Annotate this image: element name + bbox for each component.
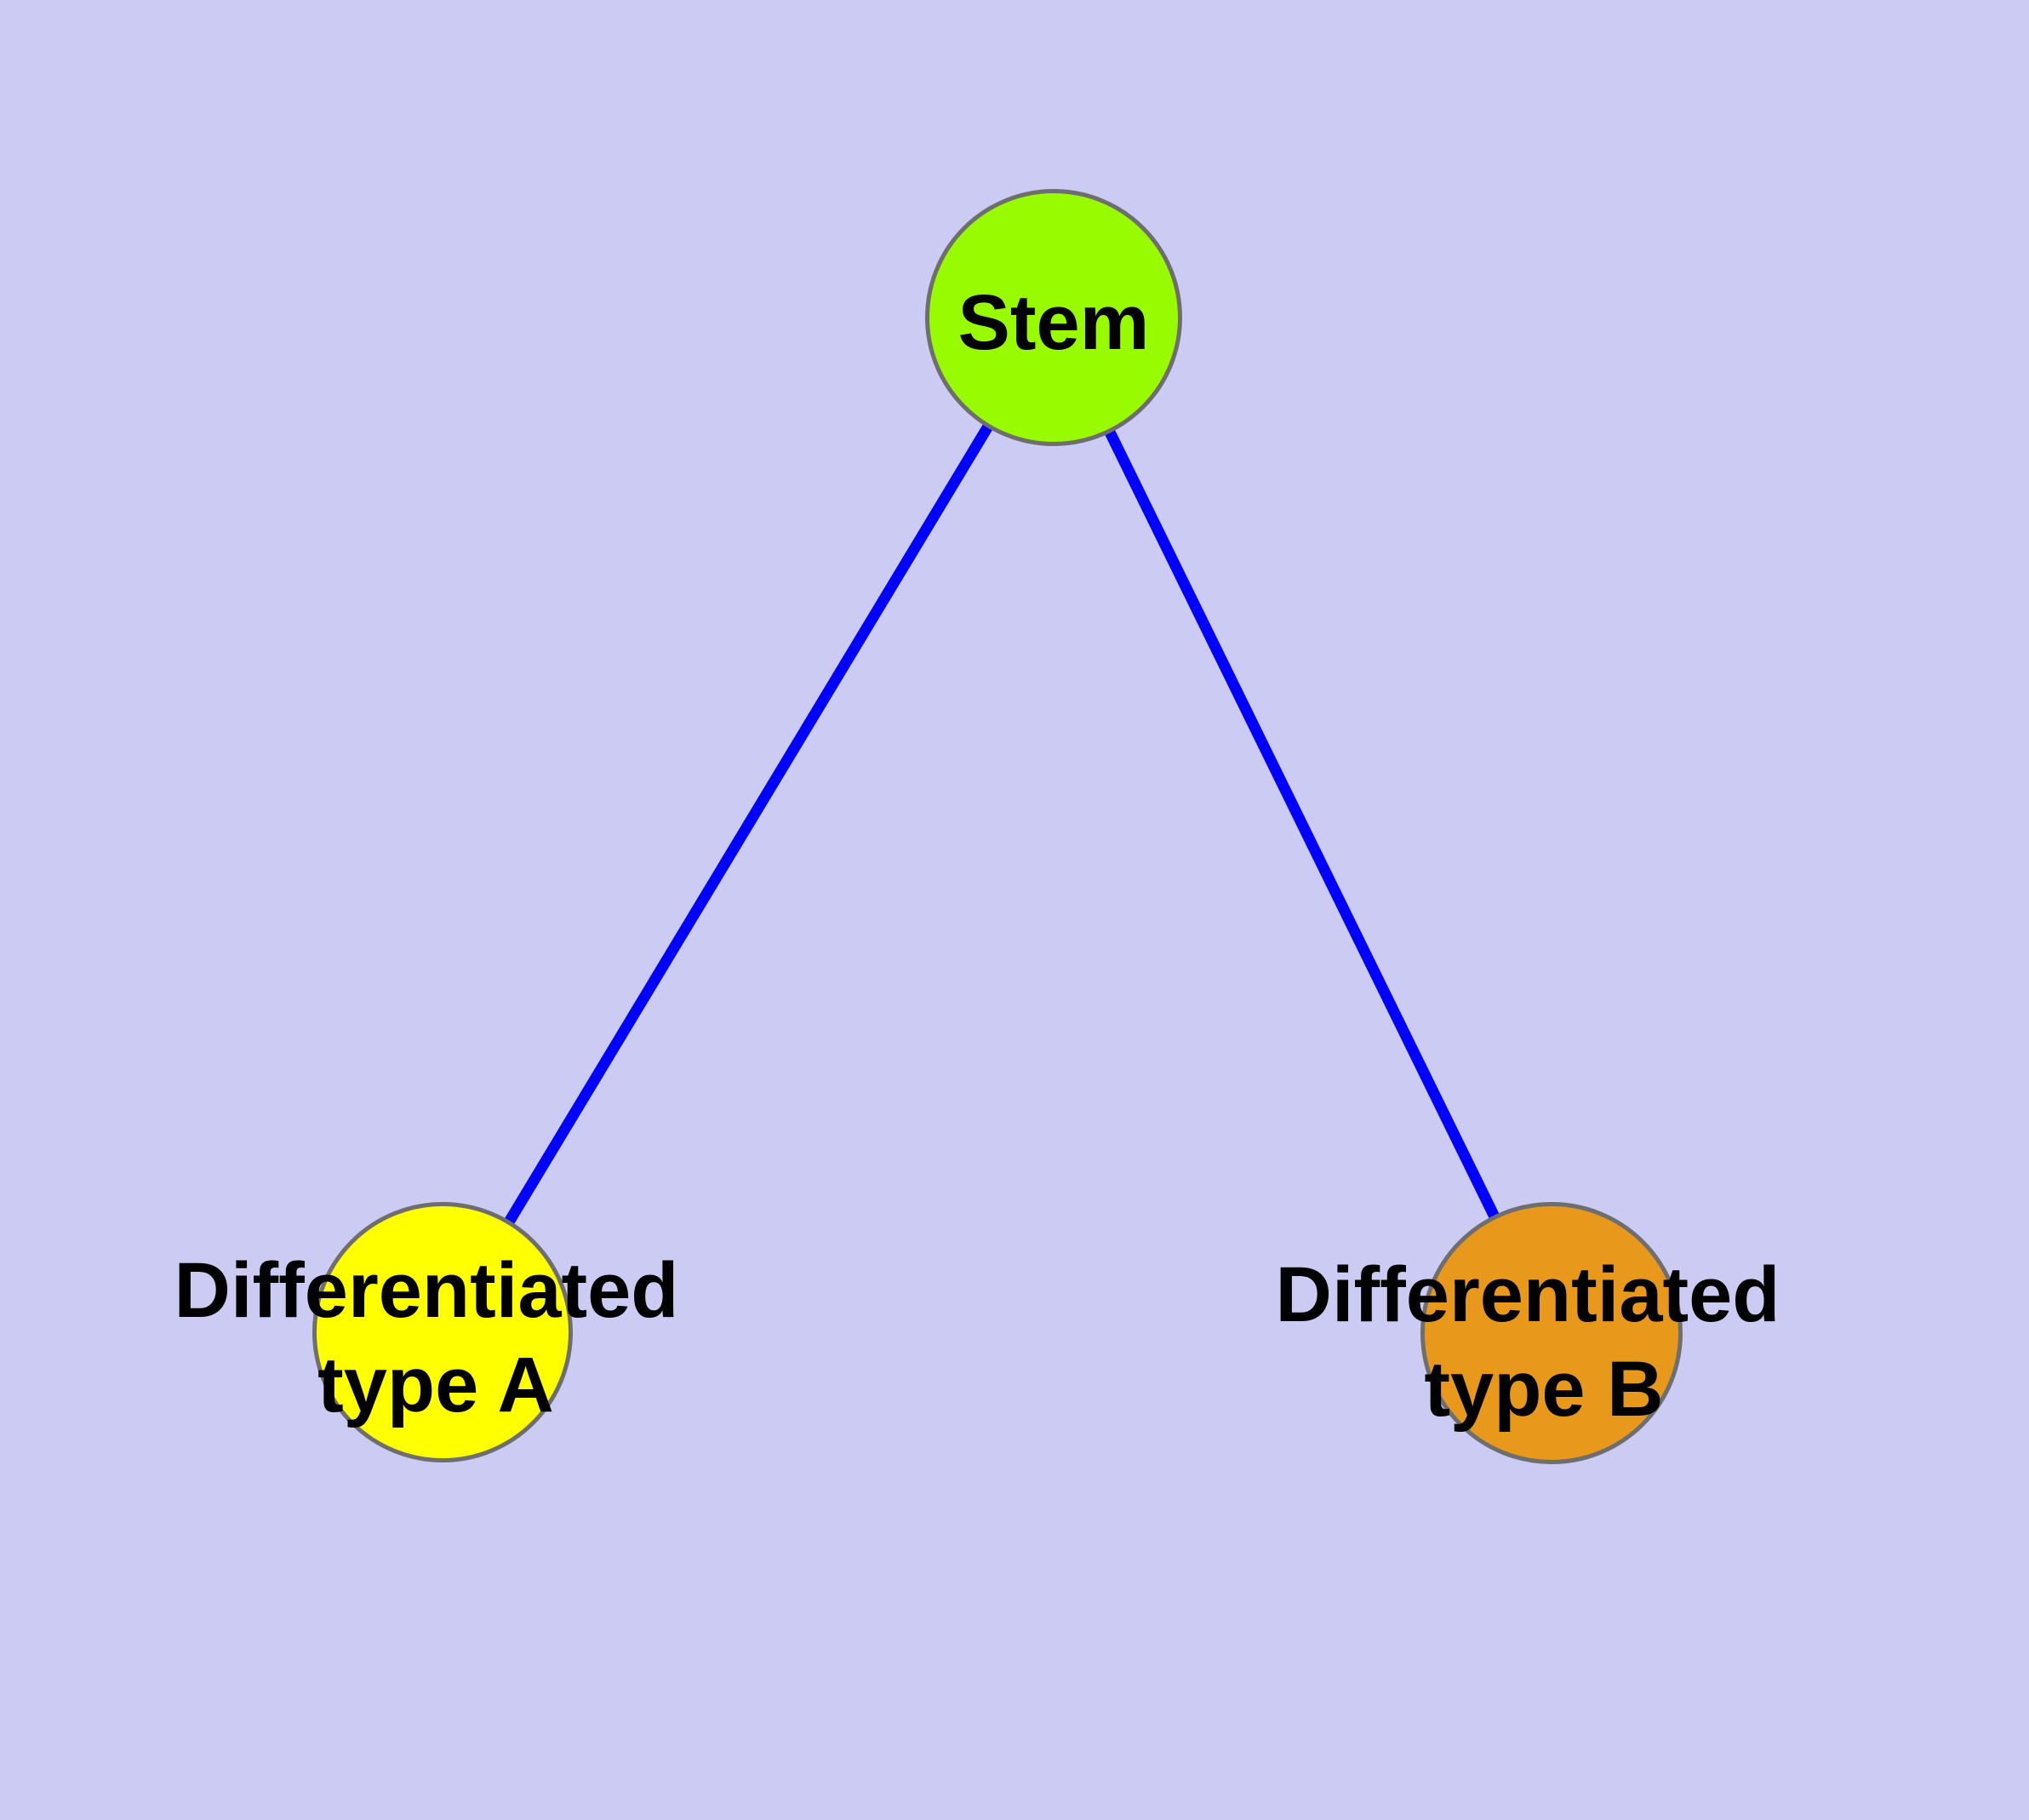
node-type-b-label-line2: type B — [1424, 1346, 1663, 1433]
node-type-b-label-line1: Differentiated — [1276, 1251, 1780, 1338]
node-stem-label: Stem — [958, 279, 1150, 366]
edge-stem-to-type-a — [437, 314, 1059, 1336]
node-stem — [925, 189, 1182, 446]
node-type-a-label-line2: type A — [317, 1342, 554, 1428]
node-type-a-label-line1: Differentiated — [174, 1247, 679, 1334]
edge-stem-to-type-b — [1049, 315, 1557, 1336]
node-differentiated-type-b — [1420, 1202, 1683, 1464]
node-differentiated-type-a — [312, 1202, 573, 1462]
